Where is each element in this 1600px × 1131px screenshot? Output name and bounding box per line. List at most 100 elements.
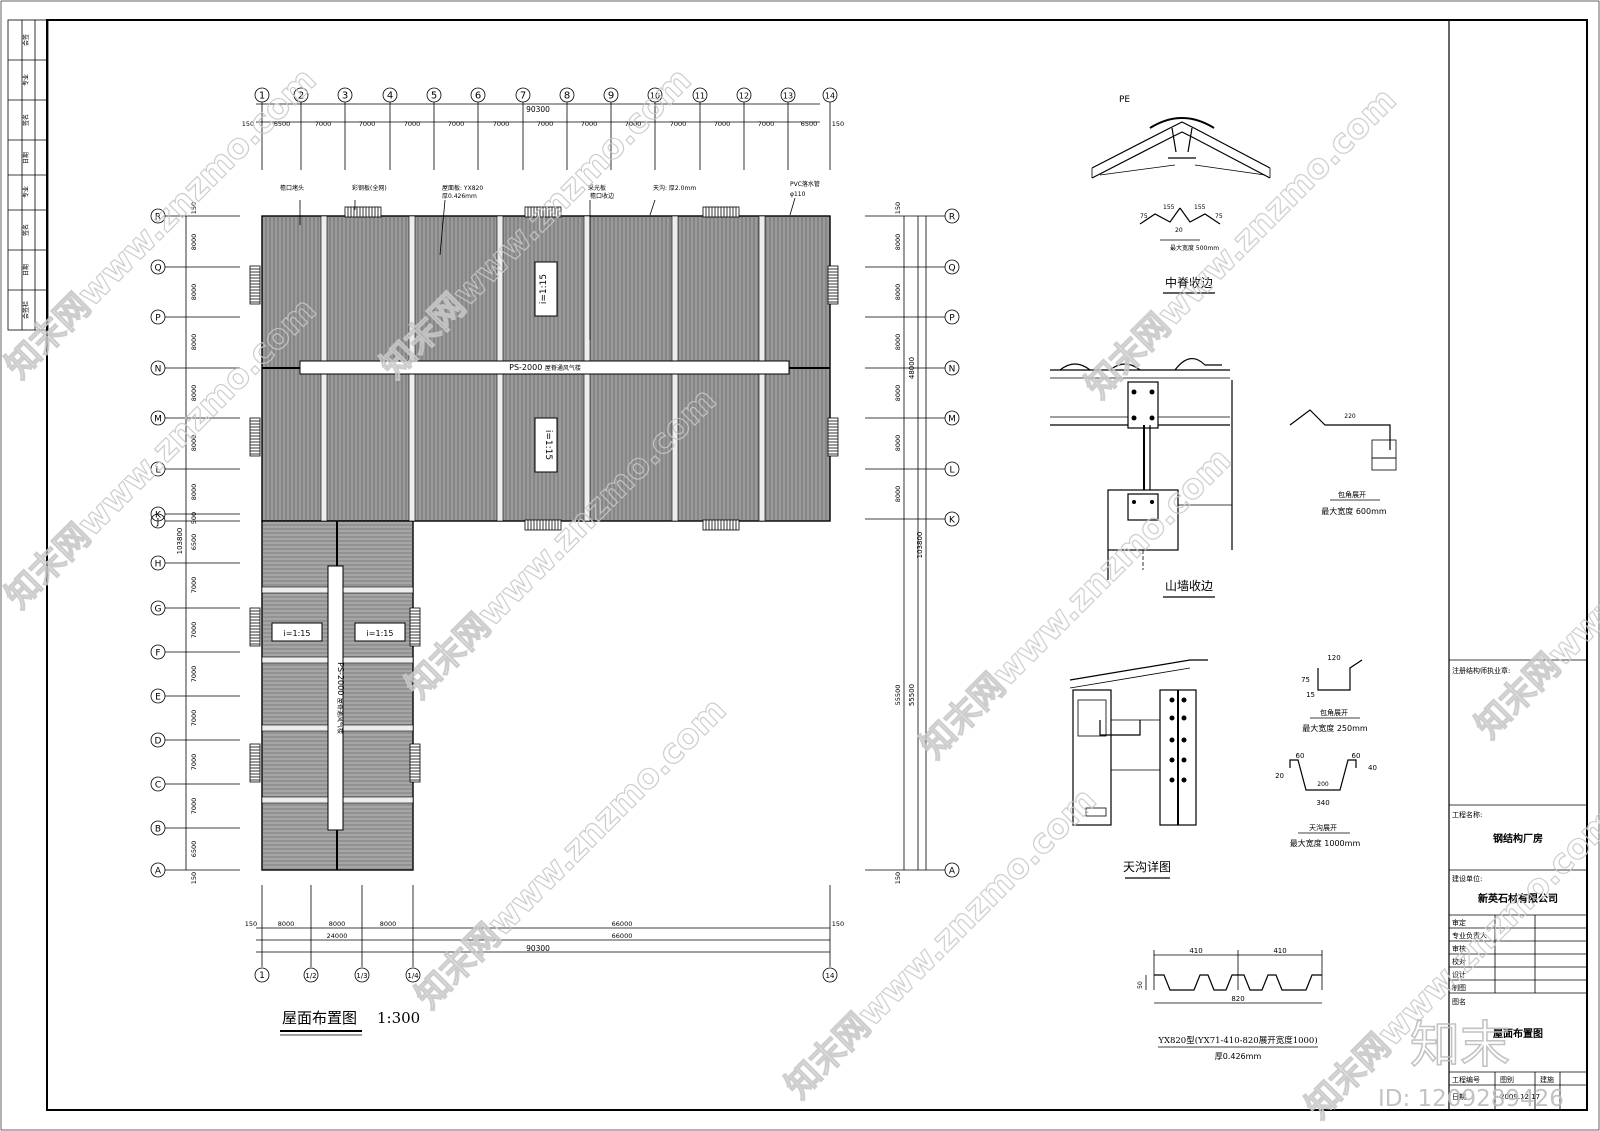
axis-label: E (155, 693, 161, 703)
axis-label: 1/3 (356, 972, 367, 980)
dim-text: 150 (894, 202, 902, 214)
flashing-detail-2: 120 75 15 包角展开 最大宽度 250mm (1301, 654, 1368, 733)
strip-cell: 会签栏 (22, 301, 30, 319)
axis-label: R (155, 213, 161, 223)
svg-text:40: 40 (1368, 764, 1377, 772)
svg-text:75: 75 (1140, 213, 1148, 220)
callout-label: 彩钢板(全网) (352, 184, 387, 192)
svg-text:PE: PE (1119, 95, 1130, 105)
downpipe-outlet (249, 607, 261, 647)
vent-label-main: PS-2000 屋脊通风气楼 (509, 363, 581, 372)
dim-text: 6500 (274, 120, 291, 128)
client-label: 建设单位: (1452, 874, 1482, 883)
tb-row-label: 审核 (1452, 944, 1466, 953)
dim-text: 150 (190, 202, 198, 214)
axis-label: 1/4 (407, 972, 419, 980)
axis-label: P (155, 314, 161, 324)
svg-text:50: 50 (1137, 981, 1144, 989)
dim-text: 150 (832, 920, 844, 928)
profile-title: YX820型(YX71-410-820展开宽度1000) (1157, 1035, 1317, 1046)
axis-label: 12 (739, 92, 749, 101)
callout-label: 檐口堵头 (280, 184, 304, 192)
left-total-dim: 103800 (176, 528, 184, 555)
svg-text:155: 155 (1194, 204, 1206, 211)
downpipe-outlet (827, 265, 839, 305)
tb-bottom-value-1: 建施 (1540, 1075, 1554, 1084)
plan-title: 屋面布置图 (282, 1009, 357, 1027)
dim-text: 7000 (581, 120, 598, 128)
strip-cell: 日期 (22, 264, 30, 276)
project-name: 钢结构厂房 (1493, 832, 1543, 845)
svg-text:最大宽度 250mm: 最大宽度 250mm (1302, 723, 1368, 733)
flashing-detail-3: 60 60 20 40 200 340 天沟展开 最大宽度 1000mm (1275, 752, 1377, 848)
dim-text: 7000 (714, 120, 731, 128)
axis-label: B (155, 825, 161, 835)
axis-label: M (948, 415, 956, 425)
dim-text: 8000 (329, 920, 346, 928)
svg-text:15: 15 (1306, 691, 1315, 699)
axis-bubble (822, 967, 838, 983)
gable-detail: 山墙收边 (1050, 358, 1233, 598)
strip-cell: 专业 (22, 74, 30, 86)
svg-text:820: 820 (1231, 995, 1244, 1003)
gable-title: 山墙收边 (1165, 579, 1213, 593)
dim-text: 24000 (327, 932, 348, 940)
ridge-vent-main (299, 360, 790, 375)
axis-bubble (405, 967, 421, 983)
dim-text: 8000 (380, 920, 397, 928)
dim-text: 7000 (190, 666, 198, 683)
watermark-logo: 知末 (1410, 1016, 1510, 1074)
axis-label: L (155, 466, 160, 476)
axis-label: 7 (520, 91, 526, 102)
dim-text: 55500 (894, 685, 902, 706)
axis-label: G (155, 605, 162, 615)
dim-text: 7000 (190, 710, 198, 727)
dim-text: 7000 (493, 120, 510, 128)
dim-text: 8000 (190, 334, 198, 351)
dim-text: 150 (832, 120, 844, 128)
callout-label: φ110 (790, 191, 806, 198)
svg-text:60: 60 (1296, 752, 1305, 760)
gutter-title: 天沟详图 (1123, 859, 1171, 874)
axis-label: J (156, 518, 160, 528)
axis-bubble (303, 967, 319, 983)
slope-tag-3: i=1:15 (271, 622, 323, 642)
axis-label: Q (154, 264, 161, 274)
panel-profile: 410 410 50 820 YX820型(YX71-410-820展开宽度10… (1137, 947, 1323, 1061)
axis-label: 5 (431, 91, 437, 102)
svg-text:200: 200 (1317, 781, 1329, 788)
right-total-55500: 55500 (908, 684, 916, 706)
vent-label-wing: PS-2000 屋脊通风气楼 (336, 662, 345, 734)
svg-text:i=1:15: i=1:15 (543, 430, 553, 460)
drawing-name-label: 图名 (1452, 997, 1466, 1006)
engineer-label: 注册结构师执业章: (1452, 666, 1510, 675)
dim-text: 500 (190, 512, 198, 524)
strip-cell: 签名 (22, 114, 30, 126)
dim-text: 66000 (612, 920, 633, 928)
axis-label: 3 (342, 91, 348, 102)
svg-text:i=1:15: i=1:15 (367, 629, 394, 638)
dim-text: 7000 (537, 120, 554, 128)
svg-text:天沟展开: 天沟展开 (1309, 823, 1337, 832)
tb-row-label: 设计 (1452, 970, 1466, 979)
svg-text:75: 75 (1301, 676, 1310, 684)
right-total-103800: 103800 (916, 532, 924, 559)
dim-text: 7000 (190, 622, 198, 639)
svg-text:最大宽度 1000mm: 最大宽度 1000mm (1290, 838, 1361, 848)
watermark-id: ID: 1209289426 (1378, 1086, 1564, 1112)
axis-label: D (155, 737, 162, 747)
strip-cell: 日期 (22, 152, 30, 164)
axis-label: 6 (475, 91, 481, 102)
callout-label: 采光板 (588, 184, 606, 192)
axis-label: A (949, 867, 956, 877)
axis-label: 8 (564, 91, 570, 102)
axis-label: 1 (259, 91, 265, 102)
dim-text: 7000 (448, 120, 465, 128)
slope-tag-2: i=1:15 (534, 417, 558, 473)
svg-text:410: 410 (1189, 947, 1202, 955)
slope-tag-1: i=1:15 (534, 261, 558, 317)
dim-text: 7000 (758, 120, 775, 128)
gutter-detail: 天沟详图 (1069, 659, 1208, 879)
axis-label: C (155, 781, 161, 791)
